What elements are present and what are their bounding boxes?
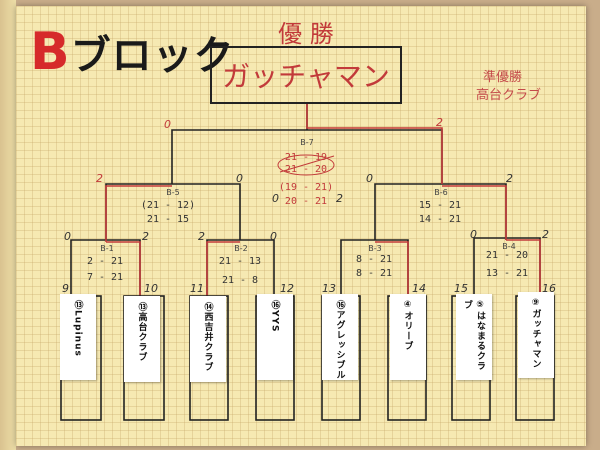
team-name: ⑭西吉井クラブ — [202, 302, 213, 372]
b7-score-3: (19 - 21) — [278, 182, 334, 193]
team-card-10: ⑬高台クラブ — [124, 296, 160, 382]
b4-score-2: 13 - 21 — [485, 268, 529, 279]
block-word: ブロック — [70, 33, 235, 79]
b5-score-2: 21 - 15 — [146, 214, 190, 225]
team-number: 9 — [62, 282, 69, 295]
team-card-15: ⑤はなまるクラブ — [456, 294, 492, 380]
b1-score-1: 2 - 21 — [86, 256, 124, 267]
match-b6-name: B-6 — [434, 188, 448, 197]
b7-score-2: 21 - 20 — [284, 164, 328, 175]
red-b2 — [206, 241, 240, 296]
team-card-14: ④オリーブ — [390, 294, 426, 380]
b6-score-2: 14 - 21 — [418, 214, 462, 225]
team-card-9: ⑬Lupinus — [60, 294, 96, 380]
team-number: 13 — [322, 282, 336, 295]
team-number: 16 — [542, 282, 556, 295]
scribble-slash — [279, 155, 335, 173]
team-number: 14 — [412, 282, 426, 295]
block-letter: B — [30, 22, 71, 82]
match-b4-name: B-4 — [502, 242, 516, 251]
block-title: Bブロック — [30, 22, 235, 82]
team-name: ⑬高台クラブ — [136, 302, 147, 362]
champion-label: 優 勝 — [278, 20, 334, 48]
line-score: 0 — [164, 118, 171, 131]
match-b3-name: B-3 — [368, 244, 382, 253]
line-score: 2 — [198, 230, 205, 243]
champion-box: ガッチャマン — [210, 46, 402, 104]
b3-score-1: 8 - 21 — [355, 254, 393, 265]
team-name: ⑤はなまるクラブ — [462, 300, 485, 371]
red-b4 — [506, 239, 541, 296]
team-card-11: ⑭西吉井クラブ — [190, 296, 226, 382]
line-score: 2 — [542, 228, 549, 241]
team-number: 10 — [144, 282, 158, 295]
line-score: 2 — [96, 172, 103, 185]
b1-score-2: 7 - 21 — [86, 272, 124, 283]
red-b1 — [106, 241, 141, 296]
team-card-16: ⑨ガッチャマン — [518, 292, 554, 378]
team-name: ⑯YYS — [269, 300, 280, 333]
runner-up-team: 高台クラブ — [476, 88, 542, 103]
poster-edge — [0, 0, 16, 450]
red-b6 — [442, 185, 507, 240]
b6-score-1: 15 - 21 — [418, 200, 462, 211]
team-name: ⑯アグレッシブル — [334, 300, 345, 380]
scribble-oval — [277, 154, 335, 176]
line-score: 0 — [470, 228, 477, 241]
b5-score-1: (21 - 12) — [140, 200, 196, 211]
line-score: 2 — [436, 116, 443, 129]
b2-score-2: 21 - 8 — [221, 275, 259, 286]
line-score: 0 — [270, 230, 277, 243]
team-number: 11 — [190, 282, 204, 295]
b4-score-1: 21 - 20 — [485, 250, 529, 261]
line-score: 2 — [142, 230, 149, 243]
runner-up-label: 準優勝 — [483, 70, 523, 85]
line-score: 0 — [272, 192, 279, 205]
b3-score-2: 8 - 21 — [355, 268, 393, 279]
line-score: 2 — [336, 192, 343, 205]
line-score: 0 — [236, 172, 243, 185]
red-final — [306, 104, 443, 184]
team-number: 12 — [280, 282, 294, 295]
b7-score-1: 21 - 19 — [284, 152, 328, 163]
team-card-13: ⑯アグレッシブル — [322, 294, 358, 380]
champion-name: ガッチャマン — [222, 60, 390, 93]
b2-score-1: 21 - 13 — [218, 256, 262, 267]
team-name: ④オリーブ — [402, 300, 413, 351]
b7-score-4: 20 - 21 — [284, 196, 328, 207]
team-name: ⑨ガッチャマン — [530, 298, 541, 369]
line-score: 2 — [506, 172, 513, 185]
match-b1-name: B-1 — [100, 244, 114, 253]
match-b5-name: B-5 — [166, 188, 180, 197]
red-b5 — [105, 185, 172, 242]
bracket-red — [105, 104, 541, 296]
team-name: ⑬Lupinus — [72, 300, 83, 357]
match-b2-name: B-2 — [234, 244, 248, 253]
team-number: 15 — [454, 282, 468, 295]
team-card-12: ⑯YYS — [257, 294, 293, 380]
scribble — [277, 154, 335, 176]
line-score: 0 — [64, 230, 71, 243]
line-score: 0 — [366, 172, 373, 185]
match-b7-name: B-7 — [300, 138, 314, 147]
red-b3 — [375, 241, 409, 296]
